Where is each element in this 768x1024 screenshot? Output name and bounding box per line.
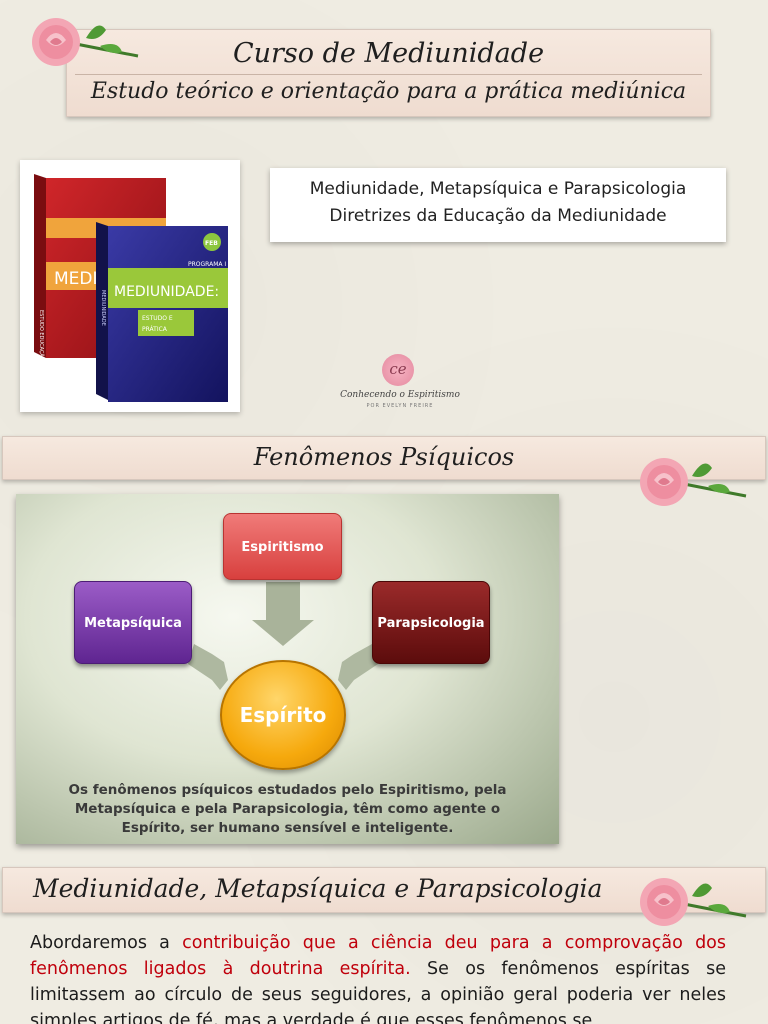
- section-title: Mediunidade, Metapsíquica e Parapsicolog…: [33, 874, 603, 903]
- diagram-caption: Os fenômenos psíquicos estudados pelo Es…: [36, 781, 539, 838]
- section-banner-mediunidade: Mediunidade, Metapsíquica e Parapsicolog…: [2, 867, 766, 913]
- logo-initials: ce: [382, 354, 414, 386]
- page-title: Curso de Mediunidade: [232, 38, 545, 69]
- svg-text:MEDIUNIDADE:: MEDIUNIDADE:: [114, 284, 219, 300]
- rose-icon: [640, 878, 747, 926]
- arrow-left-icon: [338, 644, 378, 690]
- site-logo: ce Conhecendo o Espiritismo POR EVELYN F…: [340, 354, 460, 412]
- psychic-phenomena-diagram: Espiritismo Metapsíquica Parapsicologia …: [16, 494, 559, 844]
- book-title-2: Diretrizes da Educação da Mediunidade: [329, 206, 667, 226]
- header-banner: Curso de Mediunidade Estudo teórico e or…: [66, 29, 711, 117]
- logo-name: Conhecendo o Espiritismo: [340, 390, 460, 400]
- section-banner-fenomenos: Fenômenos Psíquicos: [2, 436, 766, 480]
- svg-text:FEB: FEB: [205, 240, 218, 247]
- node-metapsiquica: Metapsíquica: [74, 581, 192, 664]
- arrow-right-icon: [188, 644, 228, 690]
- rose-icon: [640, 458, 747, 506]
- body-paragraph: Abordaremos a contribuição que a ciência…: [30, 930, 726, 1024]
- body-text-continued: Se os fenômenos espíritas se limitassem …: [30, 959, 727, 1024]
- node-parapsicologia: Parapsicologia: [372, 581, 490, 664]
- svg-text:MEDI: MEDI: [54, 269, 98, 289]
- caption-line: Metapsíquica e pela Parapsicologia, têm …: [74, 801, 501, 817]
- arrow-down-icon: [252, 582, 314, 646]
- header-divider: [75, 74, 702, 75]
- node-espiritismo: Espiritismo: [223, 513, 342, 580]
- section-title: Fenômenos Psíquicos: [253, 443, 515, 471]
- body-text-intro: Abordaremos a: [30, 933, 183, 953]
- node-espirito: Espírito: [220, 660, 346, 770]
- svg-text:ESTUDO E: ESTUDO E: [142, 315, 173, 322]
- diagram-arrows: [188, 582, 378, 690]
- caption-line: Os fenômenos psíquicos estudados pelo Es…: [68, 782, 507, 798]
- svg-text:MEDIUNIDADE: MEDIUNIDADE: [100, 290, 106, 326]
- book-titles-box: Mediunidade, Metapsíquica e Parapsicolog…: [270, 168, 726, 242]
- body-text-highlight: contribuição que a ciência deu para a co…: [30, 933, 726, 979]
- svg-text:ESTUDO EDUCAÇÃO DA MEDIUNIDADE: ESTUDO EDUCAÇÃO DA MEDIUNIDADE: [38, 310, 45, 407]
- rose-icon: [32, 18, 139, 66]
- svg-text:PROGRAMA I: PROGRAMA I: [188, 261, 226, 268]
- logo-author: POR EVELYN FREIRE: [366, 403, 434, 409]
- book-covers-image: MEDI ESTUDO EDUCAÇÃO DA MEDIUNIDADE PROG…: [20, 160, 240, 412]
- svg-text:PRÁTICA: PRÁTICA: [142, 326, 168, 333]
- caption-line: Espírito, ser humano sensível e intelige…: [121, 820, 454, 836]
- page-subtitle: Estudo teórico e orientação para a práti…: [90, 79, 687, 104]
- book-title-1: Mediunidade, Metapsíquica e Parapsicolog…: [309, 179, 687, 199]
